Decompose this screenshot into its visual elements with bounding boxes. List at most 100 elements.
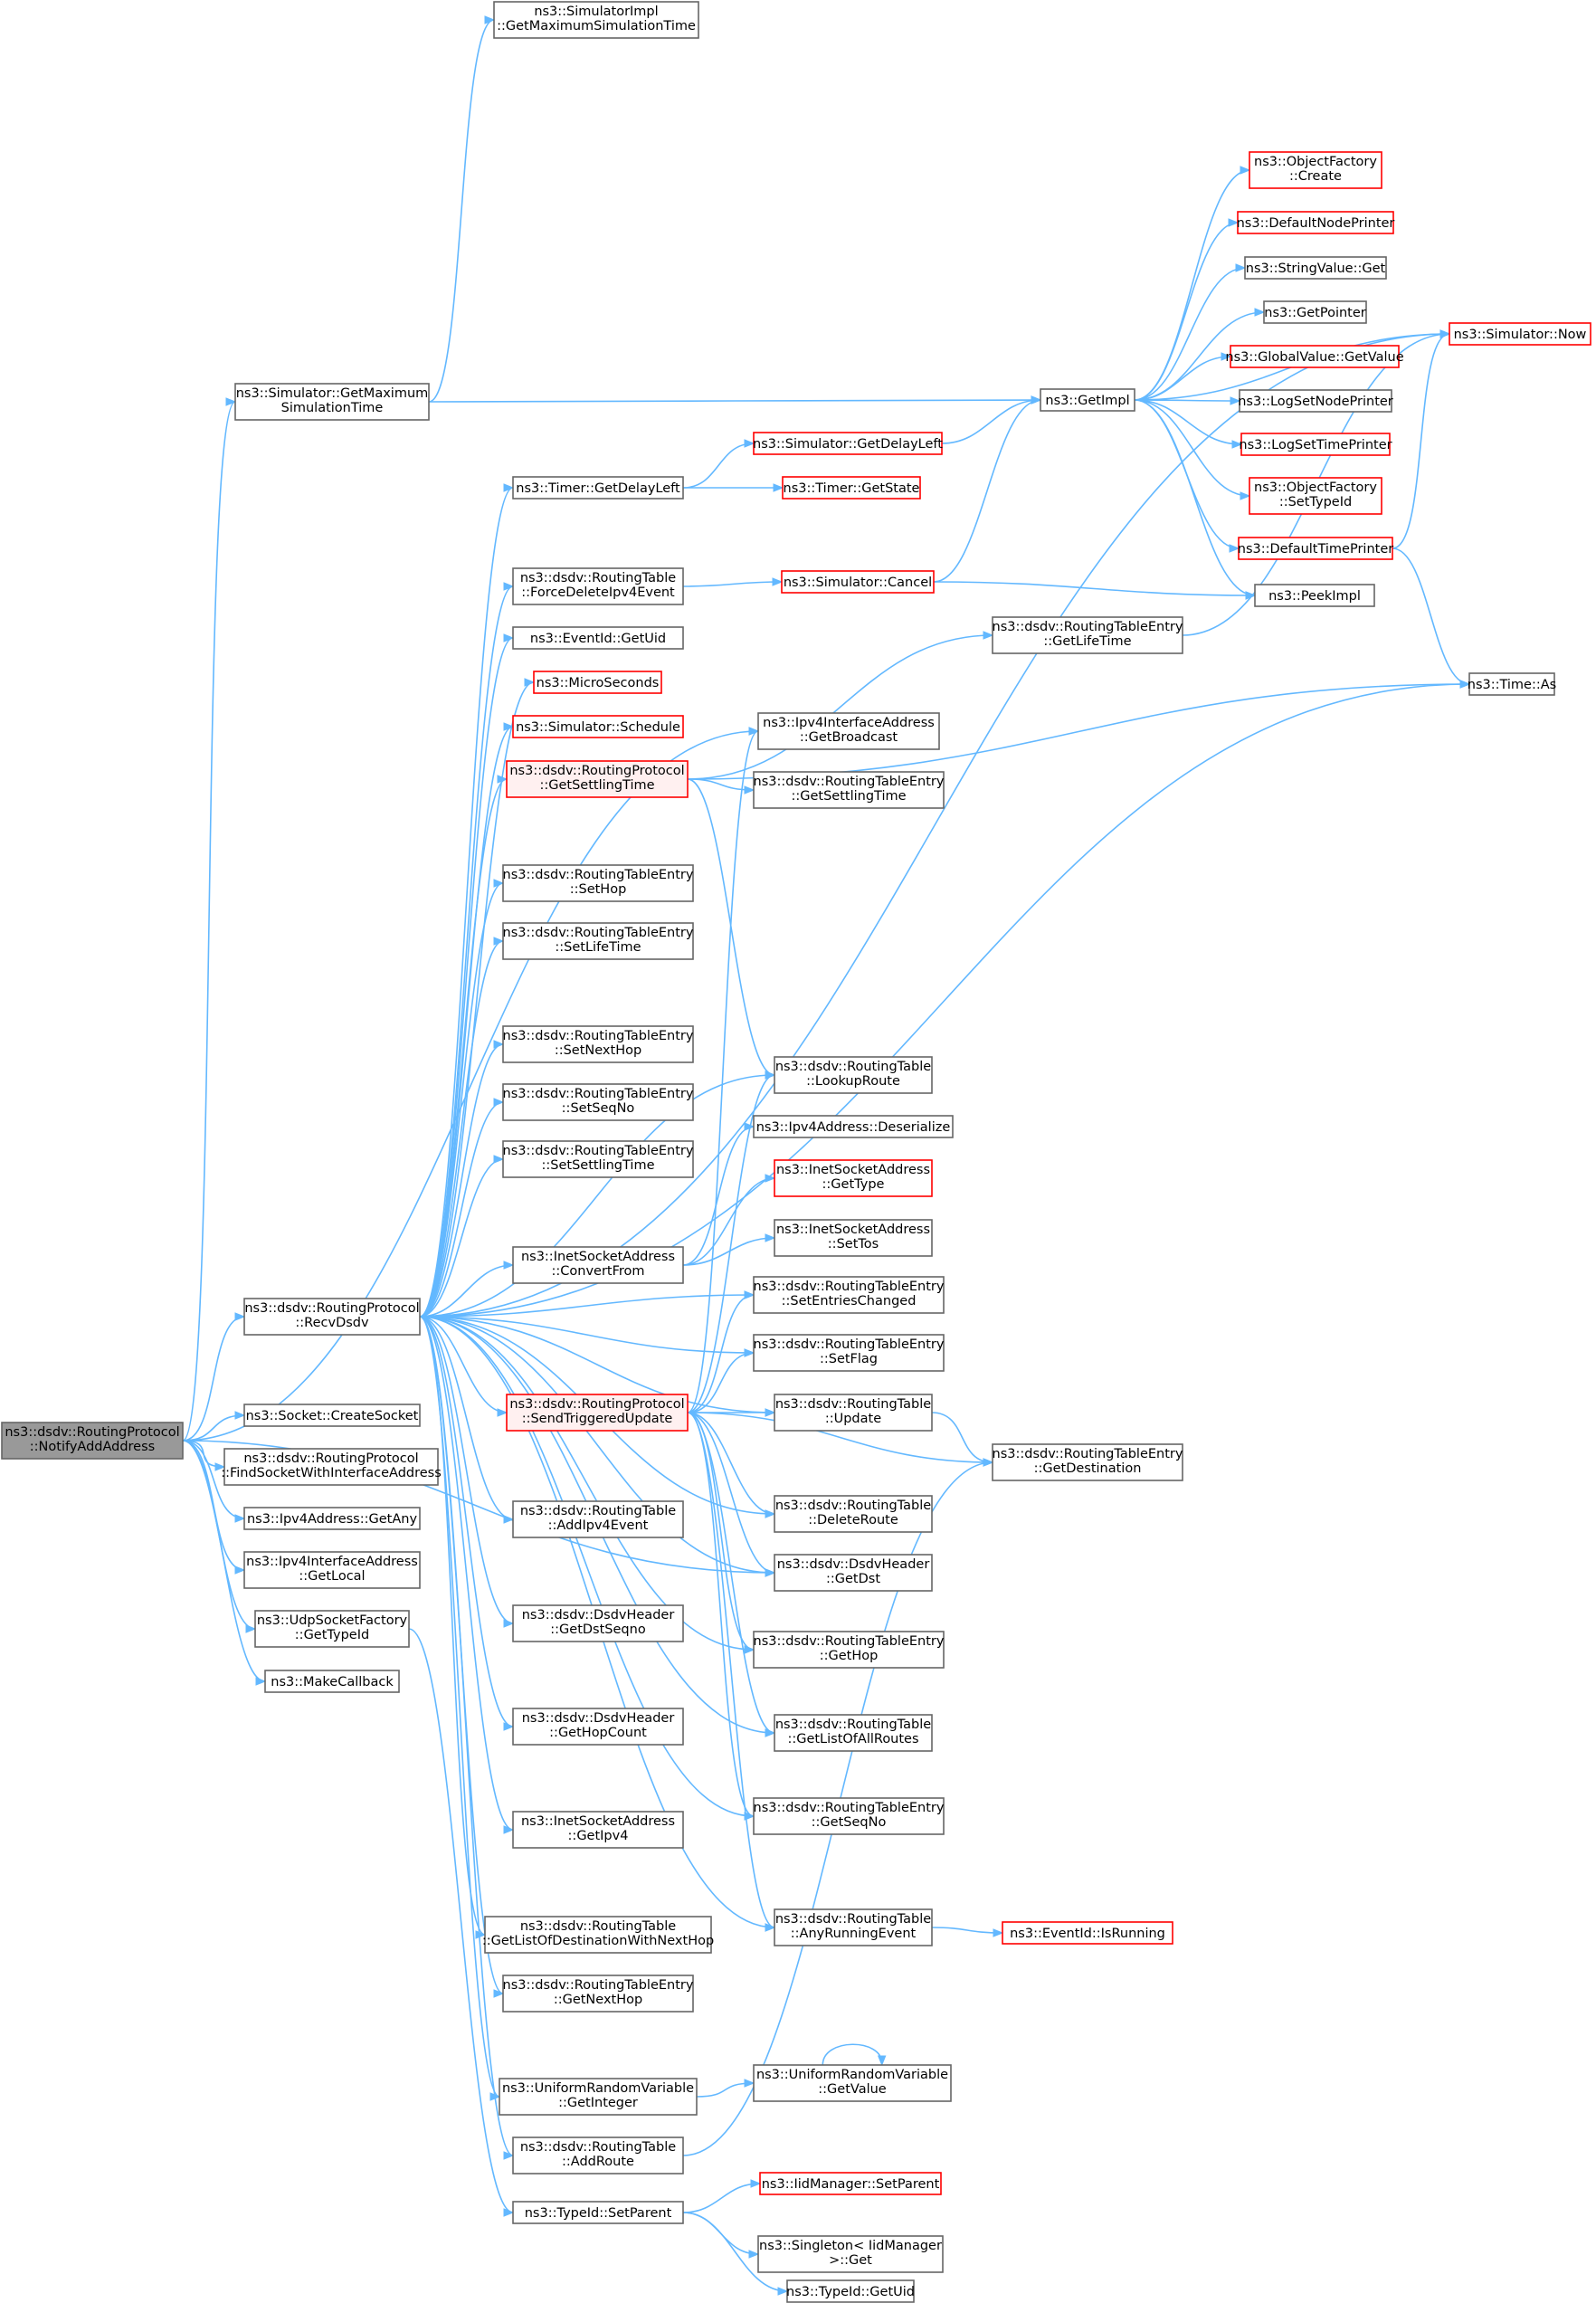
node-box [774, 1908, 933, 1946]
node-recv[interactable]: ns3::dsdv::RoutingProtocol::RecvDsdv [243, 1298, 421, 1336]
node-setlife[interactable]: ns3::dsdv::RoutingTableEntry::SetLifeTim… [502, 922, 694, 960]
node-getlocal[interactable]: ns3::Ipv4InterfaceAddress::GetLocal [243, 1551, 421, 1589]
node-getipv4[interactable]: ns3::InetSocketAddress::GetIpv4 [512, 1811, 684, 1849]
node-tidsetp[interactable]: ns3::TypeId::SetParent [512, 2201, 684, 2224]
node-getsettle[interactable]: ns3::dsdv::RoutingProtocol::GetSettlingT… [506, 760, 689, 798]
node-lookup[interactable]: ns3::dsdv::RoutingTable::LookupRoute [774, 1056, 933, 1094]
node-label: ::GetHopCount [549, 1726, 647, 1740]
node-makecb[interactable]: ns3::MakeCallback [264, 1670, 400, 1693]
node-getptr[interactable]: ns3::GetPointer [1263, 300, 1367, 324]
node-destnext[interactable]: ns3::dsdv::RoutingTable::GetListOfDestin… [482, 1916, 714, 1954]
node-label: ns3::MakeCallback [271, 1675, 394, 1689]
node-box [992, 1443, 1183, 1481]
node-label: ns3::LogSetTimePrinter [1239, 438, 1392, 452]
node-ipv4bcast[interactable]: ns3::Ipv4InterfaceAddress::GetBroadcast [757, 712, 940, 750]
node-lognode[interactable]: ns3::LogSetNodePrinter [1238, 389, 1393, 413]
node-sethop[interactable]: ns3::dsdv::RoutingTableEntry::SetHop [502, 864, 694, 902]
edge-sendtrig-getseqno [687, 1412, 755, 1821]
node-label: ::SetTypeId [1279, 495, 1352, 509]
node-box [223, 1448, 439, 1486]
node-now[interactable]: ns3::Simulator::Now [1449, 322, 1591, 346]
node-gvget[interactable]: ns3::GlobalValue::GetValue [1225, 345, 1404, 368]
node-box [1263, 300, 1367, 324]
node-strget[interactable]: ns3::StringValue::Get [1244, 256, 1387, 280]
node-getany[interactable]: ns3::Ipv4Address::GetAny [243, 1507, 421, 1530]
edge-root-getmax [182, 397, 237, 1442]
node-label: ::GetHop [820, 1649, 879, 1663]
node-getdst[interactable]: ns3::dsdv::DsdvHeader::GetDst [774, 1554, 933, 1592]
node-label: ns3::UdpSocketFactory [257, 1613, 408, 1628]
node-logtime[interactable]: ns3::LogSetTimePrinter [1239, 433, 1392, 456]
node-deftime[interactable]: ns3::DefaultTimePrinter [1238, 537, 1393, 560]
node-hopcount[interactable]: ns3::dsdv::DsdvHeader::GetHopCount [512, 1708, 684, 1746]
node-update[interactable]: ns3::dsdv::RoutingTable::Update [774, 1394, 933, 1432]
node-sendtrig[interactable]: ns3::dsdv::RoutingProtocol::SendTriggere… [506, 1394, 689, 1432]
node-evuid[interactable]: ns3::EventId::GetUid [512, 626, 684, 650]
node-label: ::SetFlag [820, 1352, 878, 1366]
node-delroute[interactable]: ns3::dsdv::RoutingTable::DeleteRoute [774, 1495, 933, 1533]
node-box [1040, 388, 1135, 412]
node-udptype[interactable]: ns3::UdpSocketFactory::GetTypeId [254, 1610, 410, 1648]
node-label: ::Update [825, 1412, 881, 1426]
node-box [774, 1554, 933, 1592]
node-defnode[interactable]: ns3::DefaultNodePrinter [1237, 211, 1395, 234]
node-getseqno[interactable]: ns3::dsdv::RoutingTableEntry::GetSeqNo [753, 1797, 945, 1835]
node-micro[interactable]: ns3::MicroSeconds [533, 671, 662, 694]
node-setseqno[interactable]: ns3::dsdv::RoutingTableEntry::SetSeqNo [502, 1083, 694, 1121]
node-simcancel[interactable]: ns3::Simulator::Cancel [781, 570, 935, 594]
edge-sendtrig-lookup [687, 1071, 776, 1413]
node-box [1240, 433, 1391, 456]
node-getnexthop[interactable]: ns3::dsdv::RoutingTableEntry::GetNextHop [502, 1975, 694, 2013]
node-addroute[interactable]: ns3::dsdv::RoutingTable::AddRoute [512, 2136, 684, 2175]
node-isrun[interactable]: ns3::EventId::IsRunning [1002, 1921, 1173, 1945]
node-convfrom[interactable]: ns3::InetSocketAddress::ConvertFrom [512, 1246, 684, 1284]
node-box [493, 1, 699, 39]
node-timerdl[interactable]: ns3::Timer::GetDelayLeft [512, 476, 684, 500]
node-iidsetp[interactable]: ns3::IidManager::SetParent [759, 2172, 942, 2195]
node-setnexthop[interactable]: ns3::dsdv::RoutingTableEntry::SetNextHop [502, 1025, 694, 1063]
node-label: ::SetTos [828, 1237, 879, 1251]
node-rtelife[interactable]: ns3::dsdv::RoutingTableEntry::GetLifeTim… [992, 616, 1183, 654]
node-urvval[interactable]: ns3::UniformRandomVariable::GetValue [753, 2064, 952, 2102]
node-getmax[interactable]: ns3::Simulator::GetMaximumSimulationTime [234, 383, 430, 421]
node-getdest[interactable]: ns3::dsdv::RoutingTableEntry::GetDestina… [992, 1443, 1183, 1481]
node-box [484, 1916, 712, 1954]
node-singget[interactable]: ns3::Singleton< IidManager >::Get [757, 2235, 944, 2273]
node-forcedel[interactable]: ns3::dsdv::RoutingTable::ForceDeleteIpv4… [512, 567, 684, 605]
node-smaxsim[interactable]: ns3::SimulatorImpl::GetMaximumSimulation… [493, 1, 699, 39]
node-dstseq[interactable]: ns3::dsdv::DsdvHeader::GetDstSeqno [512, 1604, 684, 1642]
node-setsettle[interactable]: ns3::dsdv::RoutingTableEntry::SetSettlin… [502, 1140, 694, 1178]
node-anyrun[interactable]: ns3::dsdv::RoutingTable::AnyRunningEvent [774, 1908, 933, 1946]
node-createsock[interactable]: ns3::Socket::CreateSocket [243, 1404, 421, 1427]
node-ofcreate[interactable]: ns3::ObjectFactory::Create [1249, 151, 1382, 189]
node-simdl[interactable]: ns3::Simulator::GetDelayLeft [753, 432, 943, 455]
node-box [512, 1604, 684, 1642]
node-box [1244, 256, 1387, 280]
node-gethop[interactable]: ns3::dsdv::RoutingTableEntry::GetHop [753, 1631, 945, 1669]
node-label: ns3::DefaultNodePrinter [1237, 216, 1395, 231]
node-isagettype[interactable]: ns3::InetSocketAddress::GetType [774, 1159, 933, 1197]
node-box [782, 476, 921, 500]
node-settos[interactable]: ns3::InetSocketAddress::SetTos [774, 1219, 933, 1257]
node-setent[interactable]: ns3::dsdv::RoutingTableEntry::SetEntries… [753, 1276, 945, 1314]
edge-recv-setnexthop [419, 1040, 505, 1318]
node-urvint[interactable]: ns3::UniformRandomVariable::GetInteger [499, 2078, 698, 2116]
node-peekimpl[interactable]: ns3::PeekImpl [1254, 584, 1375, 607]
node-root[interactable]: ns3::dsdv::RoutingProtocol::NotifyAddAdd… [1, 1422, 184, 1460]
node-timeras[interactable]: ns3::Time::As [1468, 672, 1556, 696]
edge-getmax-smaxsim [428, 15, 496, 403]
node-label: ::LookupRoute [806, 1074, 900, 1089]
node-oftype[interactable]: ns3::ObjectFactory::SetTypeId [1249, 477, 1382, 515]
node-label: ns3::Simulator::GetMaximum [236, 386, 429, 401]
node-getimpl[interactable]: ns3::GetImpl [1040, 388, 1135, 412]
node-addipv4[interactable]: ns3::dsdv::RoutingTable::AddIpv4Event [512, 1500, 684, 1538]
node-tiduid[interactable]: ns3::TypeId::GetUid [786, 2279, 915, 2303]
node-deser[interactable]: ns3::Ipv4Address::Deserialize [753, 1115, 954, 1138]
node-label: ::GetDestination [1034, 1461, 1142, 1476]
node-allroutes[interactable]: ns3::dsdv::RoutingTable::GetListOfAllRou… [774, 1714, 933, 1752]
node-setflag[interactable]: ns3::dsdv::RoutingTableEntry::SetFlag [753, 1334, 945, 1372]
node-timerstate[interactable]: ns3::Timer::GetState [782, 476, 921, 500]
node-findsock[interactable]: ns3::dsdv::RoutingProtocol::FindSocketWi… [221, 1448, 442, 1486]
node-rtesettle[interactable]: ns3::dsdv::RoutingTableEntry::GetSettlin… [753, 771, 945, 809]
node-simsched[interactable]: ns3::Simulator::Schedule [512, 715, 684, 738]
